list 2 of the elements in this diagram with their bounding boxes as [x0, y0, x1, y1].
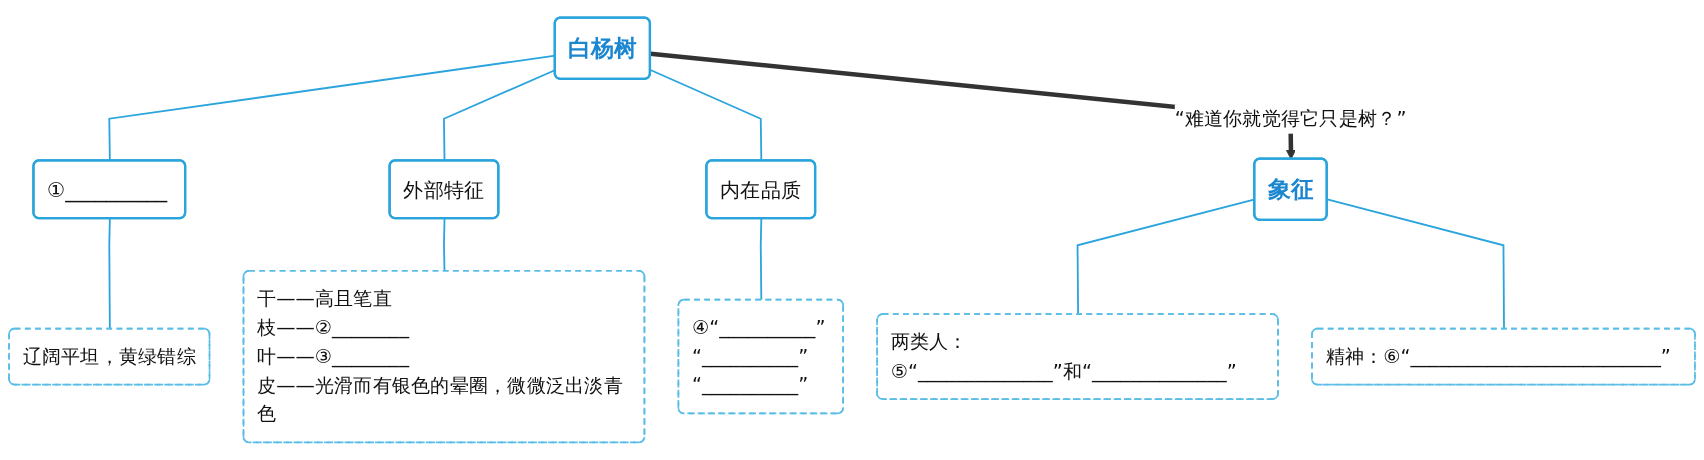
- connector: [1326, 198, 1505, 330]
- edge-label: “难道你就觉得它只是树？”: [1174, 106, 1407, 130]
